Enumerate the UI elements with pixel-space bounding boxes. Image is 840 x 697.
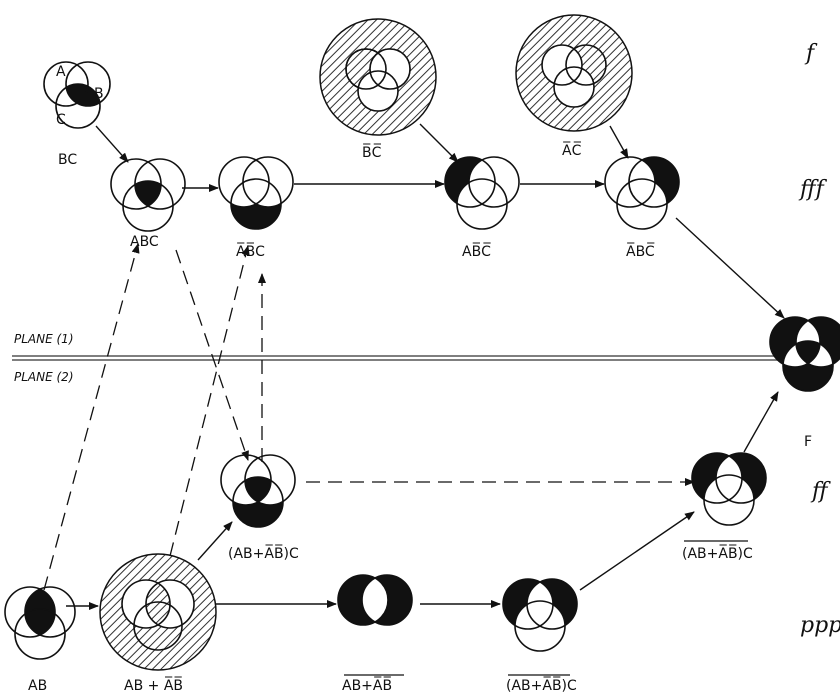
- venn-ab-plus-c: [220, 454, 296, 528]
- svg-text:(AB+A̅B̅)C: (AB+A̅B̅)C: [506, 676, 577, 694]
- venn-nbc-hatched: [318, 17, 438, 137]
- label-nac: A̅C̅: [562, 141, 582, 159]
- venn-f: [769, 316, 840, 392]
- venn-n-ab-plus-c2: [502, 578, 578, 652]
- circle-label-c: C: [56, 112, 66, 128]
- label-f: F: [804, 434, 812, 450]
- venn-nabc: [604, 156, 680, 230]
- label-n-ab-plus-c: (AB+A̅B̅)C: [682, 540, 753, 562]
- venn-ab: [4, 586, 76, 660]
- dynamic-ppp: ppp: [800, 613, 840, 638]
- dashed-arrows: [43, 243, 695, 591]
- label-anbc: AB̅C̅: [462, 242, 491, 260]
- svg-text:AB+A̅B̅: AB+A̅B̅: [342, 676, 392, 694]
- venn-n-ab-plus: [337, 574, 413, 626]
- label-n-ab-plus-c2: (AB+A̅B̅)C: [506, 674, 577, 694]
- dynamic-f: f: [804, 41, 818, 66]
- venn-nanbc: [218, 156, 294, 230]
- label-ab: AB: [28, 678, 47, 694]
- dynamic-ff: ff: [810, 479, 831, 504]
- venn-ab-plus-hatched: [98, 552, 218, 672]
- venn-bc: A B C: [43, 61, 111, 129]
- label-nabc: A̅BC̅: [626, 242, 655, 260]
- plane-2-label: PLANE (2): [14, 370, 74, 384]
- label-n-ab-plus: AB+A̅B̅: [342, 674, 404, 694]
- circle-label-a: A: [56, 64, 66, 80]
- venn-n-ab-plus-c: [691, 452, 767, 526]
- solid-arrows: [66, 123, 785, 610]
- label-nbc: B̅C̅: [362, 143, 382, 161]
- venn-abc: [110, 158, 186, 232]
- svg-text:(AB+A̅B̅)C: (AB+A̅B̅)C: [682, 544, 753, 562]
- venn-nac-hatched: [514, 13, 634, 133]
- label-ab-plus-c: (AB+A̅B̅)C: [228, 544, 299, 562]
- circle-label-b: B: [94, 86, 104, 102]
- plane-divider: [12, 355, 800, 361]
- dynamic-fff: fff: [798, 177, 828, 202]
- label-ab-plus: AB + A̅B̅: [124, 676, 183, 694]
- label-bc: BC: [58, 152, 77, 168]
- venn-anbc: [444, 156, 520, 230]
- label-nanbc: A̅B̅C: [236, 242, 265, 260]
- label-abc: ABC: [130, 234, 159, 250]
- plane-1-label: PLANE (1): [14, 332, 74, 346]
